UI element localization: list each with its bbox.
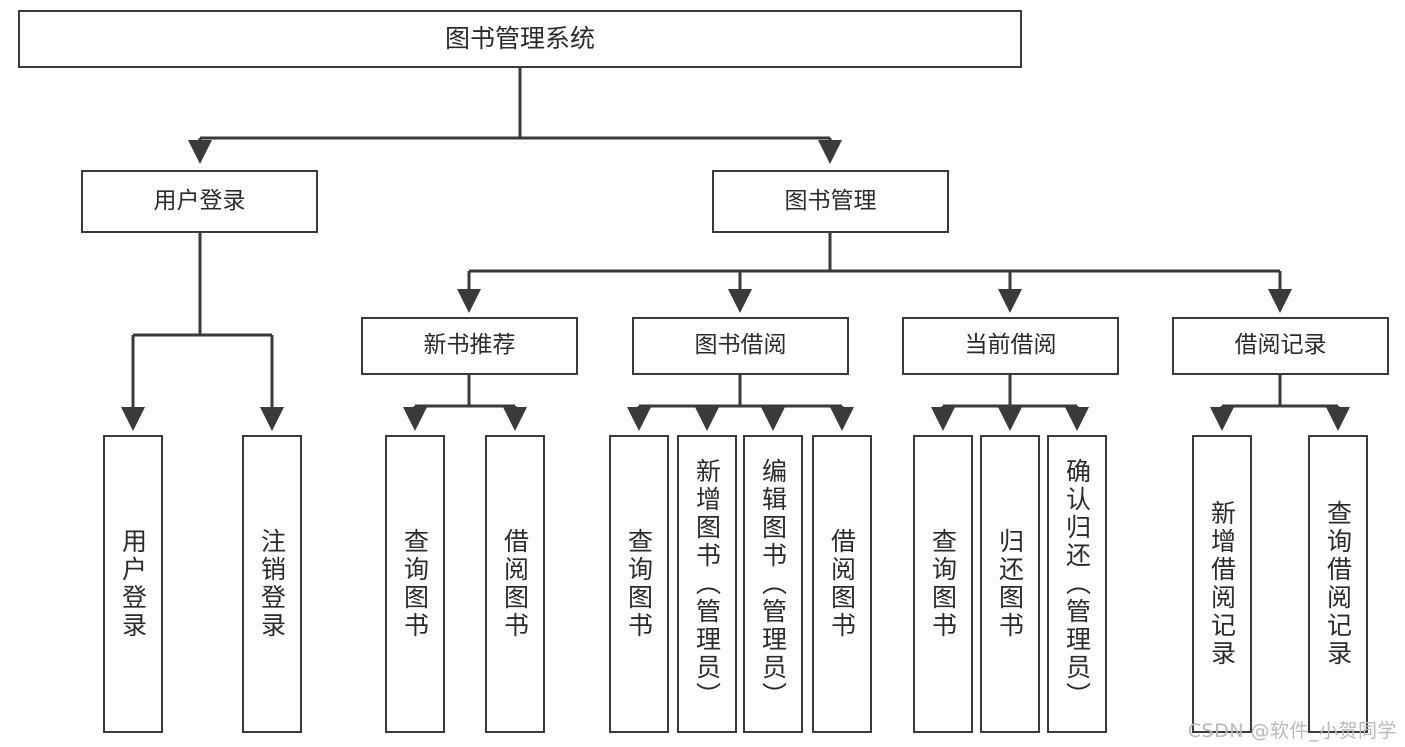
node-current-borrow[interactable]: 当前借阅 [902, 317, 1119, 375]
leaf-book-borrow-query[interactable]: 查询图书 [609, 435, 669, 733]
node-label: 图书管理系统 [444, 24, 595, 54]
node-label: 归还图书 [995, 528, 1025, 640]
node-label: 查询借阅记录 [1323, 500, 1353, 668]
node-label: 新增图书（管理员） [692, 458, 722, 710]
node-user-login[interactable]: 用户登录 [81, 170, 318, 233]
leaf-new-book-borrow[interactable]: 借阅图书 [485, 435, 545, 733]
node-label: 新书推荐 [423, 332, 516, 359]
node-label: 查询图书 [400, 528, 430, 640]
node-label: 图书借阅 [694, 332, 787, 359]
node-book-borrow[interactable]: 图书借阅 [632, 317, 849, 375]
node-label: 确认归还（管理员） [1062, 458, 1092, 710]
leaf-current-borrow-return[interactable]: 归还图书 [980, 435, 1040, 733]
node-book-management[interactable]: 图书管理 [712, 170, 949, 233]
node-label: 注销登录 [257, 528, 287, 640]
node-label: 借阅记录 [1234, 332, 1327, 359]
node-new-book-recommendation[interactable]: 新书推荐 [361, 317, 578, 375]
node-root-system[interactable]: 图书管理系统 [18, 10, 1022, 68]
node-label: 查询图书 [624, 528, 654, 640]
node-label: 新增借阅记录 [1207, 500, 1237, 668]
leaf-borrow-record-query[interactable]: 查询借阅记录 [1308, 435, 1368, 733]
node-label: 借阅图书 [827, 528, 857, 640]
node-label: 编辑图书（管理员） [758, 458, 788, 710]
node-label: 用户登录 [153, 187, 246, 214]
leaf-book-borrow-add[interactable]: 新增图书（管理员） [677, 435, 737, 733]
leaf-current-borrow-query[interactable]: 查询图书 [913, 435, 973, 733]
leaf-user-login-logout[interactable]: 注销登录 [242, 435, 302, 733]
leaf-current-borrow-confirm-return[interactable]: 确认归还（管理员） [1047, 435, 1107, 733]
node-label: 借阅图书 [500, 528, 530, 640]
leaf-borrow-record-add[interactable]: 新增借阅记录 [1192, 435, 1252, 733]
leaf-user-login-login[interactable]: 用户登录 [103, 435, 163, 733]
node-borrow-record[interactable]: 借阅记录 [1172, 317, 1389, 375]
leaf-book-borrow-borrow[interactable]: 借阅图书 [812, 435, 872, 733]
leaf-book-borrow-edit[interactable]: 编辑图书（管理员） [743, 435, 803, 733]
node-label: 图书管理 [784, 187, 877, 214]
node-label: 查询图书 [928, 528, 958, 640]
csdn-watermark: CSDN @软件_小贺同学 [1187, 720, 1397, 742]
node-label: 用户登录 [118, 528, 148, 640]
node-label: 当前借阅 [964, 332, 1057, 359]
leaf-new-book-query[interactable]: 查询图书 [385, 435, 445, 733]
